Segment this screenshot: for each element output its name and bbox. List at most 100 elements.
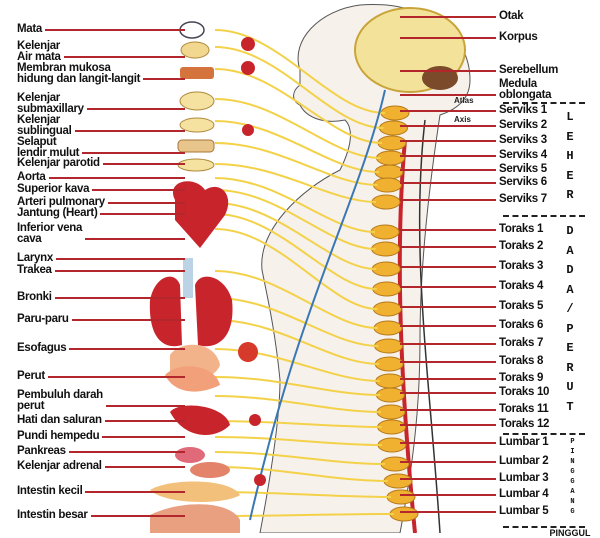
leader-line xyxy=(400,109,496,112)
ganglion xyxy=(238,342,258,362)
label-text: Intestin besar xyxy=(17,509,88,521)
oral-mucosa xyxy=(177,139,215,153)
cerebellum xyxy=(422,66,458,90)
nerve xyxy=(214,466,389,482)
leader-line xyxy=(400,391,496,394)
back-contour xyxy=(418,119,441,533)
label-text: Trakea xyxy=(17,264,52,276)
leader-line xyxy=(400,510,496,513)
label-text: Serviks 5 xyxy=(499,163,547,175)
leader-line xyxy=(400,305,496,308)
right-label: Serebellum xyxy=(400,65,558,76)
label-text: Toraks 7 xyxy=(499,337,544,349)
leader-line xyxy=(400,441,496,444)
leader-line xyxy=(102,435,185,438)
leader-line xyxy=(71,318,185,321)
leader-line xyxy=(82,152,185,154)
leader-line xyxy=(90,514,185,517)
label-text: Kelenjar parotid xyxy=(17,157,100,169)
nerve xyxy=(214,297,379,347)
label-text: Lumbar 3 xyxy=(499,472,549,484)
leader-line xyxy=(400,139,496,142)
label-text: Kelenjar adrenal xyxy=(17,460,102,472)
label-text: Toraks 2 xyxy=(499,240,544,252)
label-text: Korpus xyxy=(499,31,538,43)
parotid-gland xyxy=(177,158,215,172)
label-text: Aorta xyxy=(17,171,46,183)
left-label: Hati dan saluran xyxy=(17,415,185,426)
right-label: Toraks 5 xyxy=(400,301,543,312)
right-label: Serviks 7 xyxy=(400,194,547,205)
vertebra xyxy=(372,281,402,297)
vertebra xyxy=(370,224,400,240)
label-text: Serviks 6 xyxy=(499,176,547,188)
label-text: Lumbar 5 xyxy=(499,505,549,517)
label-text: Mata xyxy=(17,23,43,35)
nerve xyxy=(214,142,378,186)
right-label: Lumbar 5 xyxy=(400,505,549,517)
left-label: Intestin besar xyxy=(17,510,185,521)
label-text: Serviks 3 xyxy=(499,134,547,146)
label-text: Membran mukosa hidung dan langit-langit xyxy=(17,62,141,85)
label-text: Toraks 5 xyxy=(499,300,544,312)
leader-line xyxy=(100,212,185,215)
label-text: Toraks 12 xyxy=(499,418,550,430)
left-label: Perut xyxy=(17,371,185,382)
left-label: Jantung (Heart) xyxy=(17,208,185,219)
divider xyxy=(503,526,585,528)
right-label: Toraks 1 xyxy=(400,224,543,235)
right-label: Toraks 7 xyxy=(400,338,543,349)
nerve xyxy=(214,376,381,396)
leader-line xyxy=(102,162,185,165)
adrenal-gland xyxy=(190,462,230,478)
label-text: Serviks 1 xyxy=(499,104,547,116)
label-text: Lumbar 2 xyxy=(499,455,549,467)
left-label: Arteri pulmonary xyxy=(17,197,185,208)
leader-line xyxy=(400,15,496,18)
ganglion xyxy=(241,37,255,51)
section-chest-abdomen: DADA/PERUT xyxy=(566,224,574,414)
leader-line xyxy=(400,285,496,288)
leader-line xyxy=(400,265,496,268)
right-label: Toraks 12 xyxy=(400,419,549,430)
liver xyxy=(170,405,230,435)
trachea xyxy=(183,258,193,298)
nerve xyxy=(214,348,380,382)
leader-line xyxy=(85,238,185,240)
left-label: Superior kava xyxy=(17,184,185,195)
label-text: Selaput lendir mulut xyxy=(17,136,80,159)
leader-line xyxy=(400,181,496,184)
left-label: Trakea xyxy=(17,265,185,276)
section-hip: PINGGUL xyxy=(549,528,591,538)
submaxillary-gland xyxy=(179,91,215,111)
leader-line xyxy=(143,78,185,80)
divider xyxy=(503,215,585,217)
right-label: Otak xyxy=(400,11,524,22)
ganglion xyxy=(242,124,254,136)
left-label: Kelenjar sublingual xyxy=(17,114,185,136)
label-text: Kelenjar Air mata xyxy=(17,40,61,63)
label-text: Larynx xyxy=(17,252,53,264)
vertebra xyxy=(371,241,401,257)
label-text: Serviks 7 xyxy=(499,193,547,205)
right-label: Toraks 2 xyxy=(400,241,543,252)
leader-line xyxy=(400,168,496,171)
leader-line xyxy=(69,347,185,350)
label-text: Arteri pulmonary xyxy=(17,196,105,208)
nerve xyxy=(214,319,380,365)
right-label: Serviks 5 xyxy=(400,164,547,175)
leader-line xyxy=(400,198,496,201)
leader-line xyxy=(400,245,496,248)
nasal-mucosa xyxy=(180,67,214,79)
nerve xyxy=(214,98,381,159)
lungs-left xyxy=(149,276,182,347)
label-text: Perut xyxy=(17,370,45,382)
label-text: Paru-paru xyxy=(17,313,69,325)
label-text: Medula oblongata xyxy=(499,78,552,101)
label-text: Pundi hempedu xyxy=(17,430,100,442)
small-intestine xyxy=(150,481,240,502)
leader-line xyxy=(63,56,185,58)
leader-line xyxy=(400,69,496,72)
section-neck: LEHER xyxy=(566,110,574,202)
ganglion xyxy=(249,414,261,426)
